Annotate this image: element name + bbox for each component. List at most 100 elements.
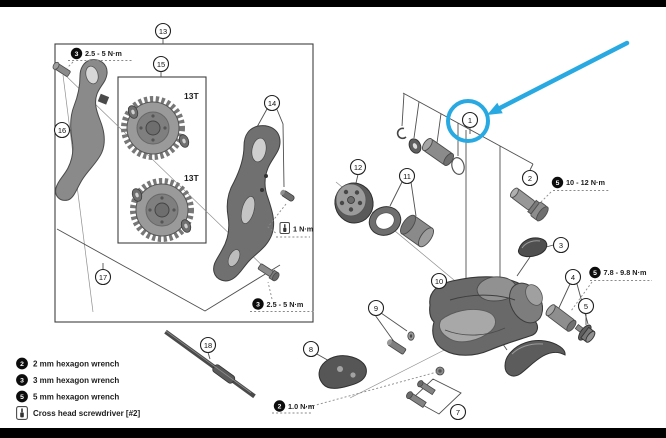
- legend-label: 3 mm hexagon wrench: [33, 376, 119, 385]
- guide-pulley: [121, 96, 185, 160]
- torque-value: 1 N·m: [293, 225, 314, 234]
- highlight-arrow-shaft: [497, 40, 630, 111]
- cage-assembly-box: [54, 38, 314, 323]
- part-badge-17: 17: [94, 268, 112, 286]
- svg-text:5: 5: [593, 270, 597, 277]
- hex-wrench-icon: [16, 390, 28, 403]
- part-badge-12: 12: [349, 158, 367, 176]
- stopper-pin: [280, 189, 295, 202]
- b-axle-bolt: [509, 187, 549, 222]
- plate-axle-parts: [386, 331, 415, 355]
- letterbox-top: [0, 0, 666, 7]
- hex-wrench-icon: [16, 374, 28, 386]
- part-badge-7: 7: [449, 403, 467, 421]
- part-badge-5: 5: [577, 297, 595, 315]
- pulley-teeth-label-bottom: 13T: [184, 173, 199, 183]
- legend-label: Cross head screwdriver [#2]: [33, 409, 140, 418]
- adjust-screws: [406, 366, 445, 408]
- torque-label-bracket-axle: 5 7.8 - 9.8 N·m: [570, 266, 652, 312]
- svg-text:5: 5: [556, 180, 560, 187]
- svg-text:3: 3: [256, 301, 260, 308]
- outer-cage-plate: [213, 125, 281, 282]
- part-badge-11: 11: [398, 167, 416, 185]
- torque-label-cable-bolt: 2 1.0 N·m: [272, 371, 438, 414]
- torque-label-cage-top: 3 2.5 - 5 N·m: [66, 47, 133, 69]
- c-clip: [396, 127, 407, 140]
- svg-text:11: 11: [403, 172, 411, 181]
- inner-link: [318, 355, 367, 389]
- svg-text:1: 1: [468, 116, 472, 125]
- letterbox-bottom: [0, 428, 666, 438]
- legend-row-screwdriver: Cross head screwdriver [#2]: [16, 406, 140, 420]
- hex-wrench-icon: [252, 298, 264, 310]
- torque-value: 1.0 N·m: [288, 402, 315, 411]
- tension-pulley: [130, 178, 194, 242]
- hex-wrench-icon: [273, 400, 286, 412]
- part-badge-14: 14: [263, 94, 281, 112]
- torque-value: 2.5 - 5 N·m: [85, 49, 122, 58]
- b-axle-small-parts: [396, 127, 465, 175]
- derailleur-body: [429, 276, 544, 356]
- tension-tool: [164, 329, 256, 399]
- highlight-callout: [446, 40, 630, 143]
- torque-value: 10 - 12 N·m: [566, 178, 605, 187]
- hex-wrench-icon: [70, 47, 83, 60]
- washer: [408, 138, 422, 154]
- hex-wrench-icon: [16, 357, 28, 370]
- svg-text:3: 3: [75, 51, 79, 58]
- torque-label-cage-bottom: 3 2.5 - 5 N·m: [250, 281, 314, 312]
- legend-row-2mm: 2 2 mm hexagon wrench: [16, 357, 119, 370]
- torque-value: 7.8 - 9.8 N·m: [604, 268, 647, 277]
- svg-text:3: 3: [20, 377, 24, 384]
- tool-legend: 2 2 mm hexagon wrench 3 3 mm hexagon wre…: [16, 357, 140, 420]
- cage-bolt-top: [52, 61, 71, 77]
- clutch-cup: [400, 214, 434, 248]
- torque-value: 2.5 - 5 N·m: [267, 300, 304, 309]
- o-ring: [451, 157, 465, 175]
- highlight-arrow-head: [487, 102, 503, 115]
- cover-disc: [334, 182, 374, 224]
- svg-text:5: 5: [584, 302, 588, 311]
- part-badge-15: 15: [152, 55, 170, 73]
- svg-text:14: 14: [268, 99, 276, 108]
- svg-text:2: 2: [528, 174, 532, 183]
- svg-text:13: 13: [159, 27, 167, 36]
- part-badge-16: 16: [53, 121, 71, 139]
- torque-label-b-axle: 5 10 - 12 N·m: [538, 176, 610, 205]
- svg-text:7: 7: [456, 408, 460, 417]
- svg-text:3: 3: [559, 241, 563, 250]
- svg-text:8: 8: [309, 345, 313, 354]
- torque-label-stopper: 1 N·m: [267, 203, 314, 238]
- pulley-washers: [127, 105, 192, 233]
- hex-wrench-icon: [551, 176, 564, 189]
- legend-row-5mm: 5 5 mm hexagon wrench: [16, 390, 119, 403]
- pulley-teeth-label-top: 13T: [184, 91, 199, 101]
- inner-cage-plate: [55, 59, 110, 201]
- svg-text:9: 9: [374, 304, 378, 313]
- bracket-axle: [545, 304, 577, 332]
- part-badge-1: 1: [461, 111, 479, 129]
- svg-text:12: 12: [354, 163, 362, 172]
- flange-bolt: [574, 324, 596, 343]
- legend-row-3mm: 3 3 mm hexagon wrench: [16, 374, 119, 386]
- bushing-cylinder: [421, 138, 455, 166]
- svg-text:2: 2: [20, 361, 24, 368]
- pulley-set-box: [117, 76, 207, 244]
- part-badge-9: 9: [367, 299, 385, 317]
- cage-bolt-bottom: [257, 263, 280, 282]
- legend-label: 5 mm hexagon wrench: [33, 392, 119, 401]
- svg-text:10: 10: [435, 277, 443, 286]
- highlight-circle: [446, 99, 490, 143]
- svg-text:15: 15: [157, 60, 165, 69]
- svg-text:17: 17: [99, 273, 107, 282]
- switch-cover: [517, 237, 548, 258]
- part-badge-2: 2: [521, 169, 539, 187]
- part-badge-10: 10: [430, 272, 448, 290]
- svg-text:18: 18: [204, 341, 212, 350]
- skid-plate: [504, 340, 566, 377]
- svg-text:4: 4: [571, 273, 575, 282]
- svg-text:5: 5: [20, 394, 24, 401]
- hex-wrench-icon: [589, 266, 601, 279]
